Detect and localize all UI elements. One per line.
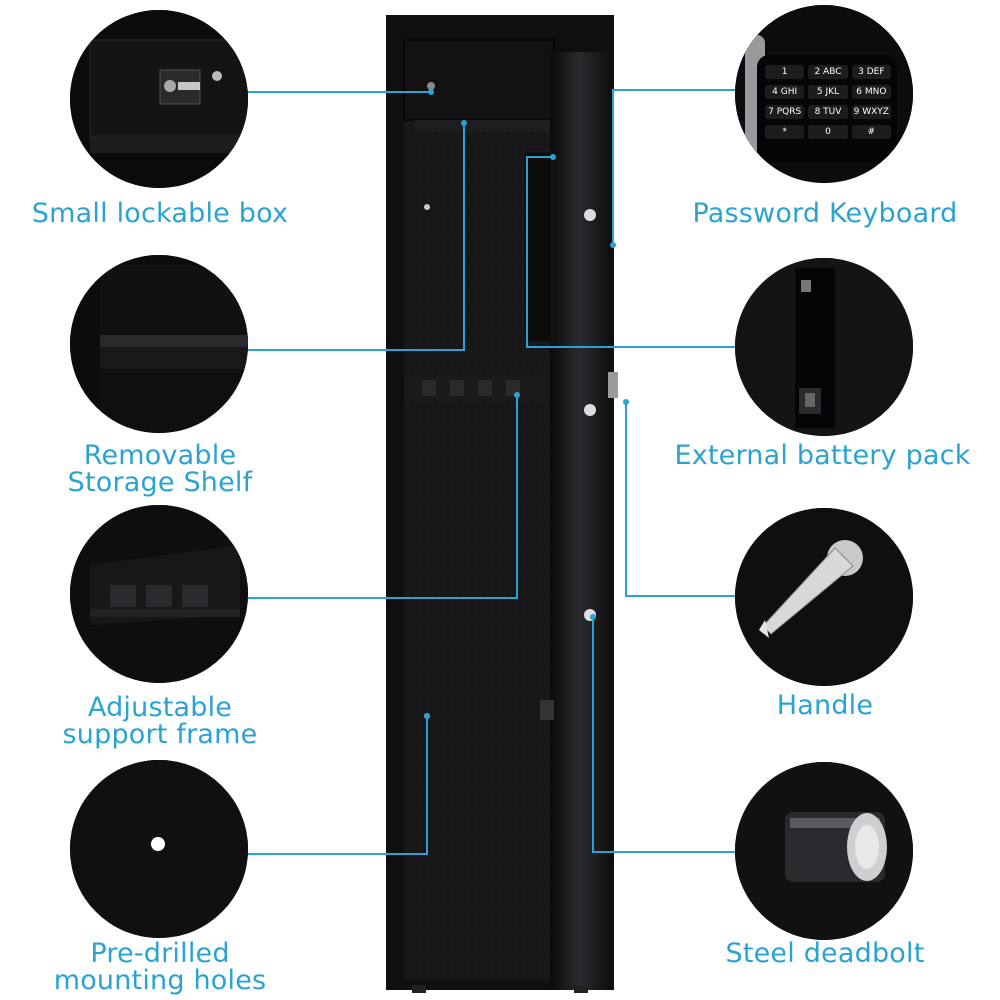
handle-icon (735, 508, 913, 686)
battery-pack-icon (735, 258, 913, 436)
feature-label-keypad: Password Keyboard (692, 198, 958, 229)
feature-label-shelf: Removable Storage Shelf (67, 440, 253, 498)
feature-label-support-frame: Adjustable support frame (62, 692, 258, 750)
feature-label-deadbolt: Steel deadbolt (725, 938, 925, 969)
safe-door (550, 52, 608, 990)
feature-label-battery-pack: External battery pack (674, 440, 971, 471)
keypad-key: 3 DEF (851, 65, 891, 79)
keypad-key: 0 (808, 125, 848, 139)
feature-label-mounting-holes: Pre-drilled mounting holes (53, 938, 267, 996)
mounting-hole-icon (70, 760, 248, 938)
keypad-key: 9 WXYZ (851, 105, 891, 119)
feature-label-handle: Handle (776, 690, 874, 721)
keypad-key: # (851, 125, 891, 139)
lock-box-icon (70, 10, 248, 188)
keypad-key: 6 MNO (851, 85, 891, 99)
support-frame-icon (70, 505, 248, 683)
keypad-key: 2 ABC (808, 65, 848, 79)
keypad-key: * (765, 125, 805, 139)
keypad-key: 7 PQRS (765, 105, 805, 119)
deadbolt-icon (735, 762, 913, 940)
keypad-key: 1 (765, 65, 805, 79)
keypad-key: 8 TUV (808, 105, 848, 119)
keypad-key: 5 JKL (808, 85, 848, 99)
keypad-key: 4 GHI (765, 85, 805, 99)
feature-label-lock-box: Small lockable box (31, 198, 289, 229)
shelf-icon (70, 255, 248, 433)
